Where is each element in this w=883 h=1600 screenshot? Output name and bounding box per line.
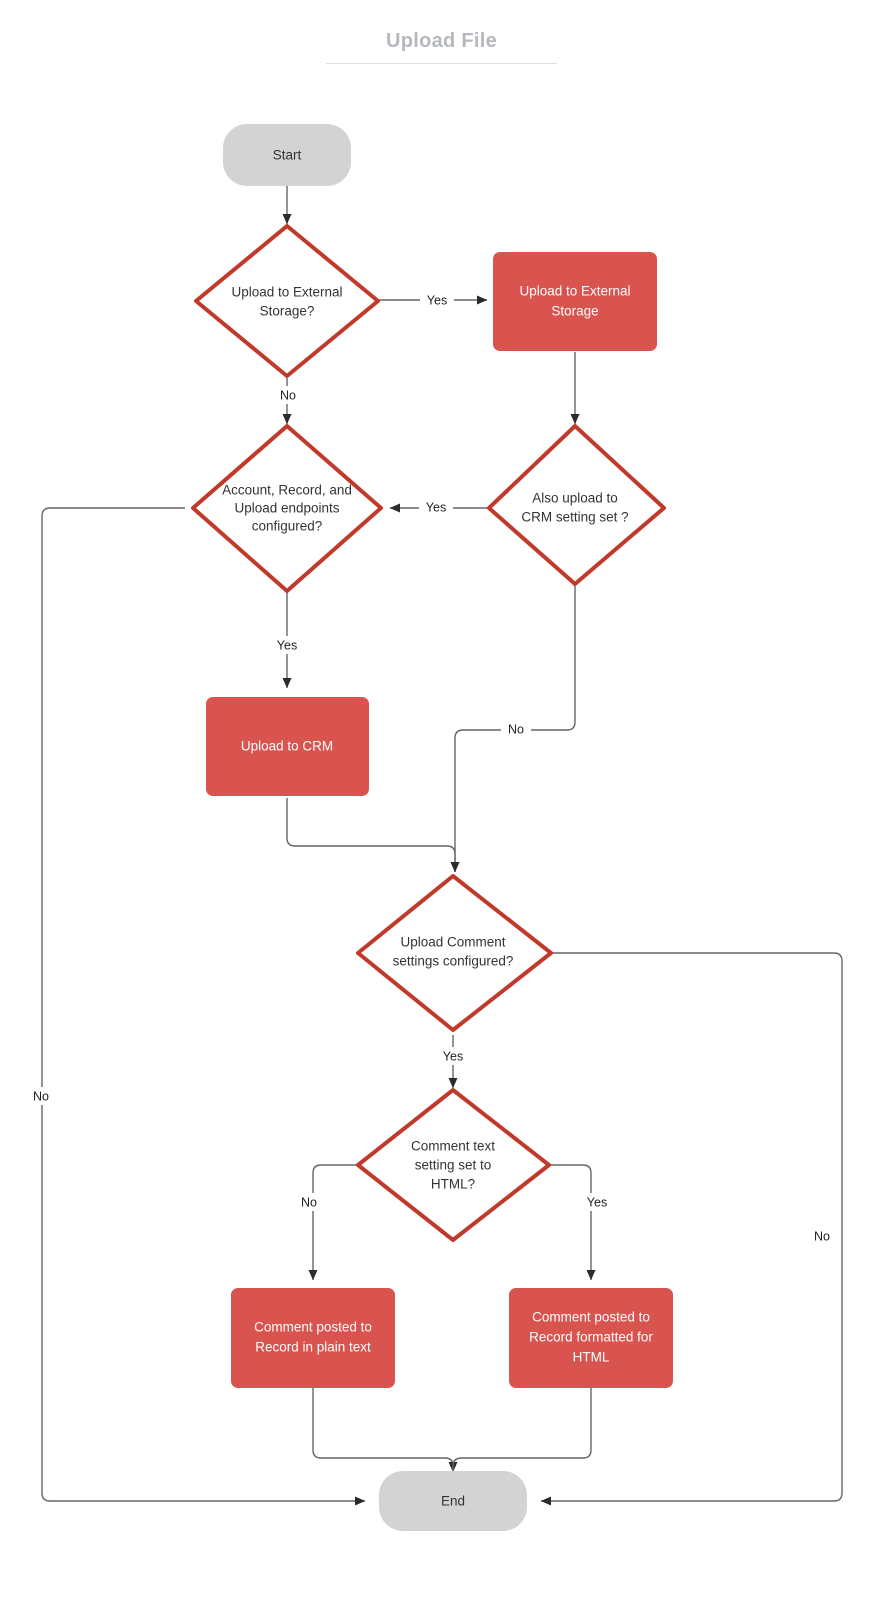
edge-label-bg — [270, 636, 304, 654]
edge-label-bg — [295, 1193, 325, 1211]
edge-label-endpoints-no: No — [33, 1089, 49, 1103]
node-process-upload-crm[interactable]: Upload to CRM — [206, 697, 369, 796]
decision-label-line1: Upload to External — [231, 285, 342, 300]
end-shape — [379, 1471, 527, 1531]
decision-label-line2: Upload endpoints — [234, 501, 339, 516]
decision-label-line1: Upload Comment — [400, 935, 505, 950]
edge-plain-text-to-end — [312, 1388, 458, 1473]
edge-html-no-to-plain-text — [308, 1164, 360, 1281]
process-shape — [493, 252, 657, 351]
start-shape — [223, 124, 351, 186]
process-shape — [231, 1288, 395, 1388]
edge-label-external-yes: Yes — [427, 293, 447, 307]
edge-label-bg — [273, 386, 303, 404]
edge-label-bg — [419, 498, 453, 516]
edge-label-crm-setting-yes: Yes — [426, 500, 446, 514]
decision-label-line2: Storage? — [260, 304, 315, 319]
process-shape — [206, 697, 369, 796]
edge-label-bg — [580, 1193, 614, 1211]
edge-label-bg — [436, 1047, 470, 1065]
process-shape — [509, 1288, 673, 1388]
end-label: End — [441, 1494, 465, 1509]
edge-label-html-yes: Yes — [587, 1195, 607, 1209]
node-process-comment-plain-text[interactable]: Comment posted to Record in plain text — [231, 1288, 395, 1388]
node-process-comment-html[interactable]: Comment posted to Record formatted for H… — [509, 1288, 673, 1388]
decision-label-line2: settings configured? — [393, 954, 514, 969]
start-label: Start — [273, 148, 302, 163]
edge-label-bg — [27, 1087, 57, 1105]
page-title-container: Upload File — [0, 30, 883, 64]
edge-upload-crm-to-comment-settings — [286, 798, 460, 873]
edge-label-bg — [808, 1227, 838, 1245]
process-label-line2: Record formatted for — [529, 1330, 653, 1345]
decision-label-line1: Account, Record, and — [222, 483, 352, 498]
node-start[interactable]: Start — [223, 124, 351, 186]
node-decision-comment-text-html[interactable]: Comment text setting set to HTML? — [356, 1088, 551, 1242]
edge-html-format-to-end — [452, 1388, 592, 1472]
decision-shape — [487, 424, 666, 586]
process-label-line1: Upload to External — [519, 284, 630, 299]
connectors-layer — [41, 186, 843, 1506]
edge-label-comment-settings-no: No — [814, 1229, 830, 1243]
edge-endpoints-no-to-end — [41, 507, 366, 1506]
process-label-line1: Comment posted to — [254, 1320, 372, 1335]
process-label-line2: Record in plain text — [255, 1340, 371, 1355]
edge-label-external-no: No — [280, 388, 296, 402]
edge-label-html-no: No — [301, 1195, 317, 1209]
edge-label-comment-settings-yes: Yes — [443, 1049, 463, 1063]
decision-shape — [356, 1088, 551, 1242]
decision-label-line1: Also upload to — [532, 491, 618, 506]
edge-label-crm-setting-no: No — [508, 722, 524, 736]
process-label-line1: Comment posted to — [532, 1310, 650, 1325]
decision-label-line3: HTML? — [431, 1177, 475, 1192]
node-process-upload-external-storage[interactable]: Upload to External Storage — [493, 252, 657, 351]
edge-comment-settings-no-to-end — [540, 952, 843, 1506]
decision-shape — [194, 224, 380, 378]
edge-html-yes-to-html-format — [546, 1164, 596, 1281]
process-label-line1: Upload to CRM — [241, 739, 333, 754]
node-decision-comment-settings[interactable]: Upload Comment settings configured? — [356, 874, 553, 1032]
node-decision-also-upload-crm[interactable]: Also upload to CRM setting set ? — [487, 424, 666, 586]
decision-label-line3: configured? — [252, 519, 323, 534]
node-decision-endpoints-configured[interactable]: Account, Record, and Upload endpoints co… — [191, 424, 383, 593]
process-label-line2: Storage — [551, 304, 598, 319]
edge-label-endpoints-yes: Yes — [277, 638, 297, 652]
node-decision-upload-external-storage[interactable]: Upload to External Storage? — [194, 224, 380, 378]
process-label-line3: HTML — [573, 1350, 610, 1365]
decision-label-line2: CRM setting set ? — [521, 510, 628, 525]
edge-label-bg — [420, 291, 454, 309]
edge-label-bg — [501, 720, 531, 738]
edge-labels-layer: Yes No Yes No Yes No Yes No No Yes — [27, 291, 838, 1245]
page-title: Upload File — [325, 30, 558, 64]
decision-shape — [356, 874, 553, 1032]
decision-shape — [191, 424, 383, 593]
decision-label-line2: setting set to — [415, 1158, 492, 1173]
decision-label-line1: Comment text — [411, 1139, 495, 1154]
node-end[interactable]: End — [379, 1471, 527, 1531]
